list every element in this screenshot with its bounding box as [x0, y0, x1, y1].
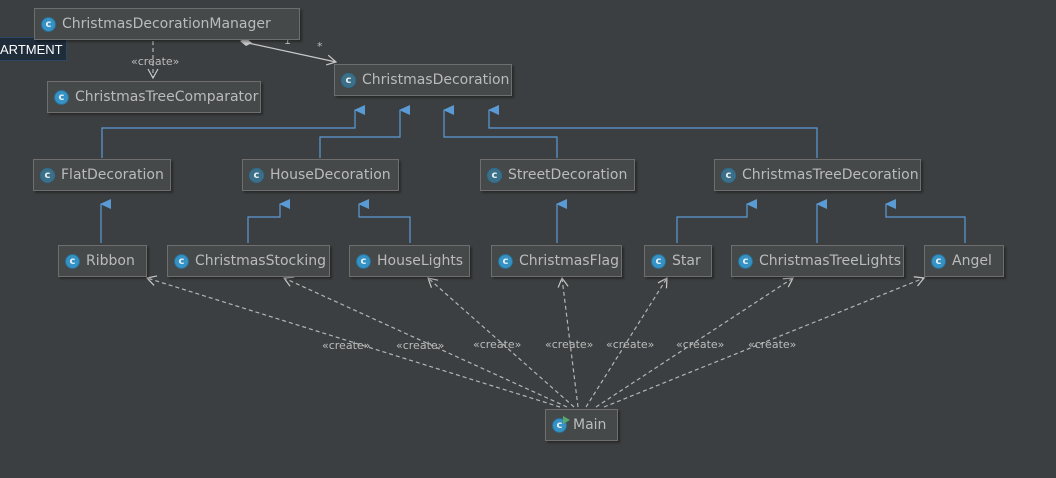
class-icon: c	[738, 253, 753, 269]
class-label: Star	[672, 253, 701, 269]
class-house-lights[interactable]: c HouseLights	[349, 245, 470, 277]
composition-diamond	[240, 38, 252, 46]
inherit-tree	[488, 105, 818, 158]
class-label: Angel	[952, 253, 992, 269]
class-label: ChristmasDecoration	[362, 72, 510, 88]
abstract-class-icon: c	[40, 167, 55, 183]
class-label: ChristmasTreeComparator	[75, 89, 259, 105]
abstract-class-icon: c	[249, 167, 264, 183]
abstract-class-icon: c	[341, 72, 356, 88]
class-icon: c	[65, 253, 80, 269]
create-label-houselights: «create»	[473, 338, 521, 351]
inherit-houselights	[358, 199, 411, 243]
class-label: ChristmasDecorationManager	[62, 16, 271, 32]
create-label-treelights: «create»	[676, 338, 724, 351]
class-christmas-flag[interactable]: c ChristmasFlag	[491, 245, 622, 277]
create-edge-treelights	[595, 277, 795, 408]
class-christmas-decoration-manager[interactable]: c ChristmasDecorationManager	[34, 8, 300, 40]
class-icon: c	[931, 253, 946, 269]
inherit-stocking	[247, 199, 290, 243]
class-label: FlatDecoration	[61, 167, 164, 183]
abstract-class-icon: c	[487, 167, 502, 183]
class-label: ChristmasFlag	[519, 253, 619, 269]
class-label: ChristmasStocking	[195, 253, 326, 269]
class-label: Ribbon	[86, 253, 135, 269]
create-edge-angel	[603, 276, 926, 408]
abstract-class-icon: c	[721, 167, 736, 183]
create-edge-flag	[557, 276, 579, 408]
class-christmas-tree-decoration[interactable]: c ChristmasTreeDecoration	[714, 159, 921, 191]
class-icon: c	[498, 253, 513, 269]
class-icon: c	[54, 89, 69, 105]
class-icon: c	[174, 253, 189, 269]
runnable-class-icon: c	[552, 415, 570, 433]
class-label: ChristmasTreeLights	[759, 253, 901, 269]
class-label: HouseLights	[377, 253, 464, 269]
inherit-flat	[101, 105, 365, 158]
class-flat-decoration[interactable]: c FlatDecoration	[33, 159, 171, 191]
class-label: StreetDecoration	[508, 167, 628, 183]
create-edge-ribbon	[145, 275, 561, 408]
create-edge-houselights	[427, 277, 575, 408]
inherit-house	[319, 105, 410, 158]
class-star[interactable]: c Star	[644, 245, 712, 277]
multiplicity-source: 1	[284, 34, 291, 47]
class-label: HouseDecoration	[270, 167, 391, 183]
multiplicity-target: *	[317, 40, 323, 53]
inherit-star	[676, 199, 757, 243]
class-christmas-tree-comparator[interactable]: c ChristmasTreeComparator	[47, 81, 261, 113]
class-street-decoration[interactable]: c StreetDecoration	[480, 159, 635, 191]
class-angel[interactable]: c Angel	[924, 245, 1004, 277]
class-christmas-tree-lights[interactable]: c ChristmasTreeLights	[731, 245, 904, 277]
create-label-angel: «create»	[748, 338, 796, 351]
side-tab[interactable]: ARTMENT	[0, 37, 67, 61]
inherit-angel	[885, 199, 966, 243]
class-icon: c	[41, 16, 56, 32]
create-edge-star	[585, 276, 668, 408]
class-ribbon[interactable]: c Ribbon	[58, 245, 147, 277]
create-edge-stocking	[282, 276, 568, 408]
create-label-flag: «create»	[545, 338, 593, 351]
class-icon: c	[356, 253, 371, 269]
class-house-decoration[interactable]: c HouseDecoration	[242, 159, 399, 191]
class-christmas-stocking[interactable]: c ChristmasStocking	[167, 245, 330, 277]
composition-edge	[247, 42, 338, 66]
class-icon: c	[651, 253, 666, 269]
class-main[interactable]: c Main	[545, 409, 618, 441]
create-label-ribbon: «create»	[322, 339, 370, 352]
class-christmas-decoration[interactable]: c ChristmasDecoration	[334, 64, 512, 96]
create-label-comparator: «create»	[131, 55, 179, 68]
class-label: Main	[573, 417, 607, 433]
class-label: ChristmasTreeDecoration	[742, 167, 919, 183]
create-label-star: «create»	[606, 338, 654, 351]
inherit-street	[443, 105, 558, 158]
create-label-stocking: «create»	[396, 339, 444, 352]
